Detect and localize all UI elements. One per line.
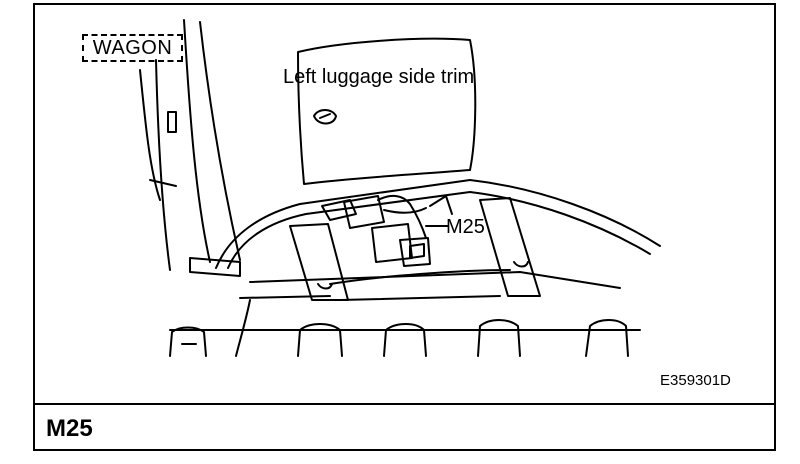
body-pillar	[139, 19, 241, 277]
floor-ribs	[169, 319, 629, 357]
trim-label: Left luggage side trim	[283, 66, 475, 88]
caption-divider	[33, 403, 776, 405]
section-title: M25	[46, 415, 93, 442]
floor-frame	[169, 179, 661, 357]
luggage-side-trim-panel	[297, 37, 477, 185]
diagram-frame	[33, 3, 776, 451]
connector-callout-label: M25	[446, 216, 485, 238]
wagon-badge: WAGON	[82, 34, 183, 62]
figure-code: E359301D	[660, 372, 731, 389]
wire-harness-connectors	[321, 194, 453, 267]
wagon-badge-text: WAGON	[92, 37, 173, 59]
